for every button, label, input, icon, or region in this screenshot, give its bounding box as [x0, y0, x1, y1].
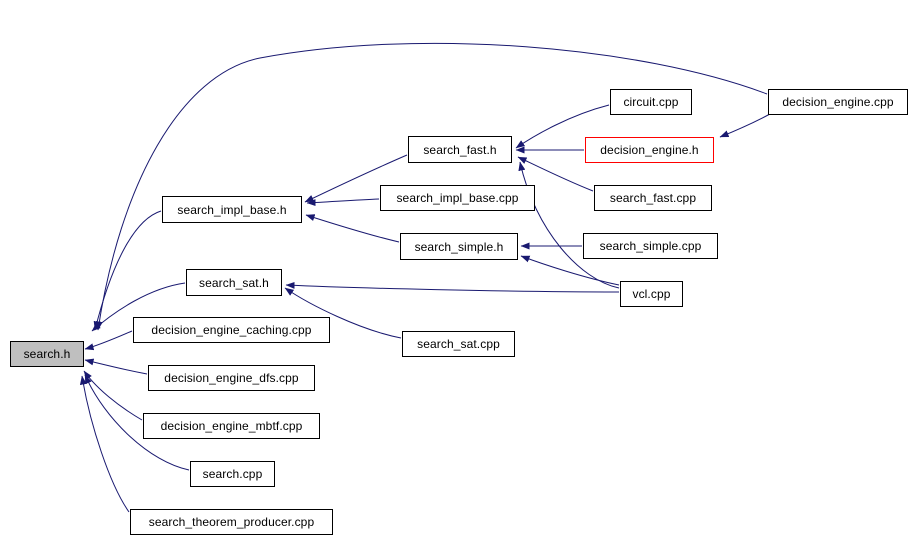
node-label: search_impl_base.cpp — [396, 191, 519, 205]
edge-decision-engine-cpp-to-decision-engine-h — [719, 113, 771, 138]
node-search-fast-cpp[interactable]: search_fast.cpp — [594, 185, 712, 211]
node-decision-engine-caching-cpp[interactable]: decision_engine_caching.cpp — [133, 317, 330, 343]
node-label: search_sat.h — [199, 275, 269, 290]
node-search-impl-base-cpp[interactable]: search_impl_base.cpp — [380, 185, 535, 211]
node-label: decision_engine_mbtf.cpp — [160, 419, 303, 433]
edge-decision-engine-dfs-cpp-to-search-h — [84, 358, 148, 375]
node-label: search_fast.cpp — [609, 191, 697, 205]
node-decision-engine-cpp[interactable]: decision_engine.cpp — [768, 89, 908, 115]
node-search-simple-cpp[interactable]: search_simple.cpp — [583, 233, 718, 259]
node-circuit-cpp[interactable]: circuit.cpp — [610, 89, 692, 115]
edge-search-theorem-producer-cpp-to-search-h — [79, 375, 130, 513]
node-decision-engine-h[interactable]: decision_engine.h — [585, 137, 714, 163]
edge-vcl-cpp-to-search-fast-h — [518, 161, 620, 289]
node-label: decision_engine_caching.cpp — [151, 323, 312, 337]
node-label: decision_engine.h — [600, 143, 699, 157]
node-search-h[interactable]: search.h — [10, 341, 84, 367]
node-label: circuit.cpp — [623, 95, 679, 109]
node-decision-engine-dfs-cpp[interactable]: decision_engine_dfs.cpp — [148, 365, 315, 391]
edge-search-impl-base-h-to-search-h — [93, 210, 162, 331]
edge-search-simple-h-to-search-impl-base-h — [305, 214, 400, 243]
node-label: search.cpp — [202, 467, 263, 481]
node-search-cpp[interactable]: search.cpp — [190, 461, 275, 487]
node-decision-engine-mbtf-cpp[interactable]: decision_engine_mbtf.cpp — [143, 413, 320, 439]
edge-vcl-cpp-to-search-sat-h — [285, 281, 620, 293]
node-label: search_sat.cpp — [417, 337, 500, 351]
edge-decision-engine-caching-cpp-to-search-h — [84, 330, 133, 351]
node-search-sat-h[interactable]: search_sat.h — [186, 269, 282, 296]
node-label: decision_engine.cpp — [782, 95, 894, 109]
node-label: vcl.cpp — [632, 287, 671, 301]
edge-decision-engine-mbtf-cpp-to-search-h — [83, 370, 143, 421]
edge-vcl-cpp-to-search-simple-h — [520, 255, 620, 286]
node-label: search.h — [23, 347, 71, 361]
node-search-fast-h[interactable]: search_fast.h — [408, 136, 512, 163]
node-search-impl-base-h[interactable]: search_impl_base.h — [162, 196, 302, 223]
node-label: search_fast.h — [423, 142, 497, 157]
node-label: search_simple.h — [414, 239, 504, 254]
node-search-theorem-producer-cpp[interactable]: search_theorem_producer.cpp — [130, 509, 333, 535]
node-search-sat-cpp[interactable]: search_sat.cpp — [402, 331, 515, 357]
node-label: search_theorem_producer.cpp — [148, 515, 315, 529]
node-search-simple-h[interactable]: search_simple.h — [400, 233, 518, 260]
node-label: search_simple.cpp — [599, 239, 702, 253]
node-label: search_impl_base.h — [177, 202, 287, 217]
node-label: decision_engine_dfs.cpp — [164, 371, 299, 385]
edge-search-impl-base-cpp-to-search-impl-base-h — [306, 198, 380, 207]
node-vcl-cpp[interactable]: vcl.cpp — [620, 281, 683, 307]
